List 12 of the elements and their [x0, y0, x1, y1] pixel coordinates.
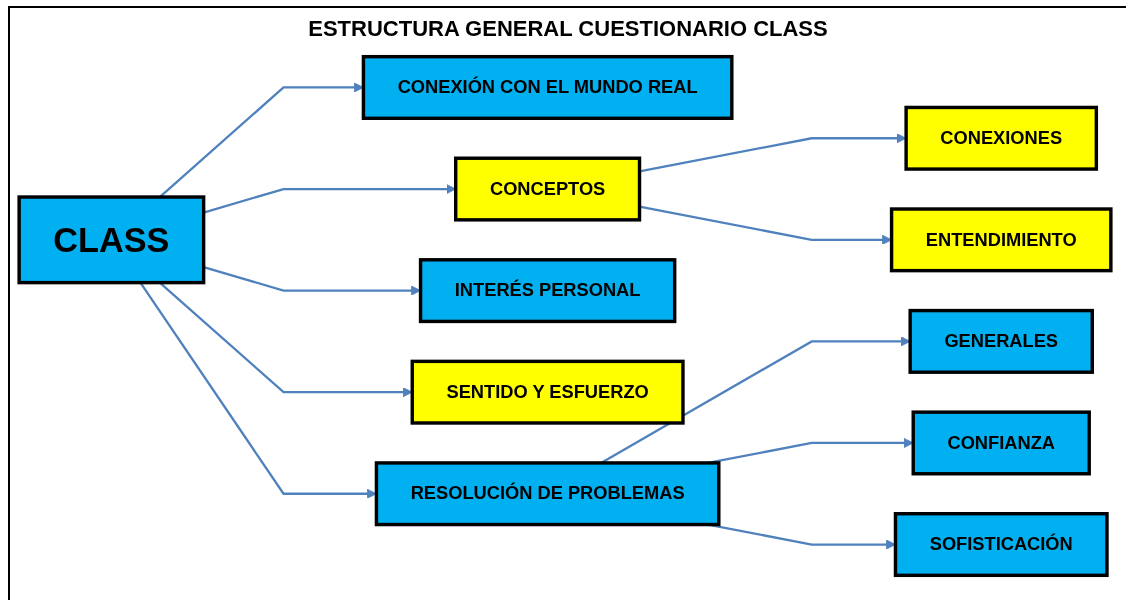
node-box: SOFISTICACIÓN [893, 512, 1109, 578]
node-box: GENERALES [908, 308, 1094, 374]
node-box: INTERÉS PERSONAL [418, 258, 677, 324]
diagram-title: ESTRUCTURA GENERAL CUESTIONARIO CLASS [307, 16, 829, 42]
node-box: CONEXIONES [904, 105, 1099, 171]
node-box: CONCEPTOS [454, 156, 642, 222]
node-box: RESOLUCIÓN DE PROBLEMAS [374, 461, 721, 527]
node-box: CONEXIÓN CON EL MUNDO REAL [361, 54, 734, 120]
node-box: ENTENDIMIENTO [889, 207, 1113, 273]
node-box: SENTIDO Y ESFUERZO [410, 359, 685, 425]
node-box: CLASS [17, 195, 206, 285]
node-box: CONFIANZA [911, 410, 1091, 476]
